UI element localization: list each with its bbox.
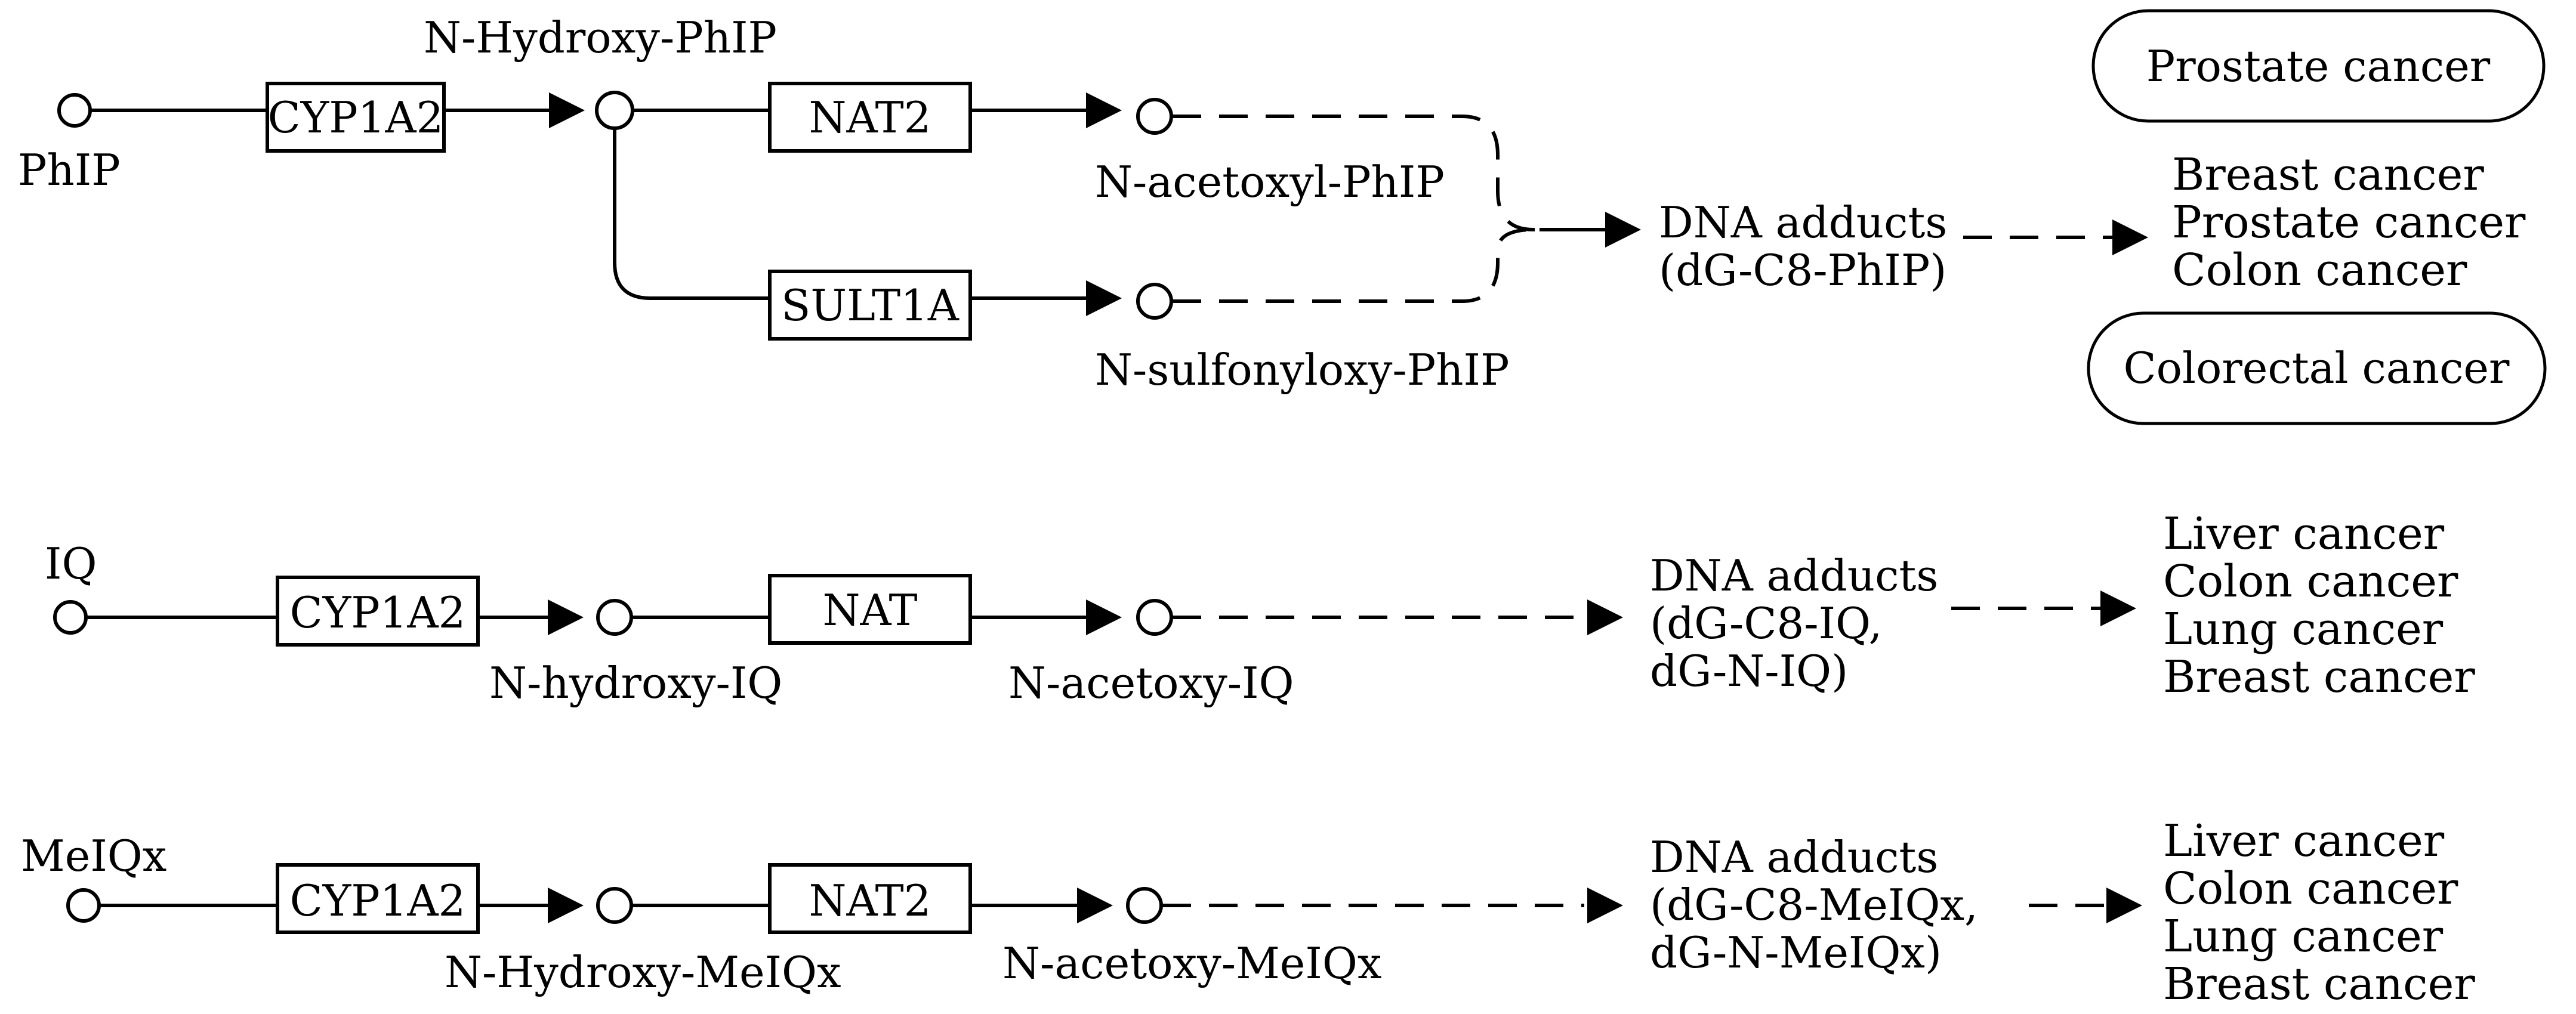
iq-arrow-4 — [2100, 591, 2136, 626]
iq-dna-adducts-detail-1: (dG-C8-IQ, — [1650, 598, 1882, 648]
phip-substrate-label: PhIP — [18, 145, 121, 195]
prostate-cancer-map-label: Prostate cancer — [2146, 41, 2491, 91]
phip-dna-adducts-detail: (dG-C8-PhIP) — [1659, 245, 1946, 295]
meiqx-arrow-2 — [1077, 888, 1113, 923]
phip-sult1a-enzyme-box[interactable] — [768, 270, 972, 341]
n-sulfonyloxy-phip-label: N-sulfonyloxy-PhIP — [1095, 345, 1509, 395]
phip-pathway: PhIP CYP1A2 N-Hydroxy-PhIP NAT2 N-acetox… — [18, 9, 2547, 425]
iq-substrate-label: IQ — [45, 539, 97, 589]
meiqx-arrow-1 — [548, 888, 584, 923]
phip-disease-2: Prostate cancer — [2172, 197, 2526, 248]
n-hydroxy-phip-label: N-Hydroxy-PhIP — [424, 13, 777, 63]
meiqx-substrate-node[interactable] — [66, 888, 101, 923]
n-hydroxy-meiqx-node[interactable] — [596, 887, 633, 924]
meiqx-arrow-3 — [1587, 888, 1623, 923]
iq-disease-2: Colon cancer — [2163, 556, 2458, 607]
iq-disease-3: Lung cancer — [2163, 604, 2444, 655]
n-acetoxy-meiqx-node[interactable] — [1126, 887, 1163, 924]
meiqx-cyp1a2-label: CYP1A2 — [290, 876, 466, 926]
iq-disease-4: Breast cancer — [2163, 651, 2475, 703]
iq-arrow-3 — [1587, 599, 1623, 635]
meiqx-arrow-4 — [2106, 888, 2142, 923]
phip-disease-1: Breast cancer — [2172, 149, 2484, 200]
meiqx-disease-1: Liver cancer — [2163, 815, 2445, 867]
iq-disease-1: Liver cancer — [2163, 508, 2445, 559]
meiqx-pathway: MeIQx CYP1A2 N-Hydroxy-MeIQx NAT2 N-acet… — [21, 815, 2475, 1010]
n-acetoxy-iq-node[interactable] — [1136, 599, 1173, 636]
n-hydroxy-iq-node[interactable] — [596, 599, 633, 636]
meiqx-disease-3: Lung cancer — [2163, 911, 2444, 962]
n-acetoxyl-phip-label: N-acetoxyl-PhIP — [1095, 157, 1445, 207]
iq-nat-label: NAT — [822, 585, 917, 635]
iq-dna-adducts-label: DNA adducts — [1650, 551, 1938, 601]
phip-sult1a-label: SULT1A — [781, 280, 960, 330]
phip-nat2-label: NAT2 — [809, 92, 931, 143]
phip-arrow-2 — [1086, 92, 1122, 128]
meiqx-substrate-label: MeIQx — [21, 831, 166, 881]
phip-disease-3: Colon cancer — [2172, 245, 2467, 296]
meiqx-dna-adducts-detail-1: (dG-C8-MeIQx, — [1650, 880, 1978, 930]
meiqx-nat2-label: NAT2 — [809, 876, 931, 926]
phip-arrow-5 — [2112, 220, 2148, 255]
phip-cyp1a2-enzyme-box[interactable] — [266, 82, 446, 153]
n-sulfonyloxy-phip-node[interactable] — [1136, 283, 1173, 320]
colorectal-cancer-map-label: Colorectal cancer — [2124, 343, 2510, 393]
meiqx-dna-adducts-label: DNA adducts — [1650, 832, 1938, 882]
meiqx-disease-4: Breast cancer — [2163, 959, 2475, 1010]
n-hydroxy-iq-label: N-hydroxy-IQ — [489, 658, 782, 708]
iq-pathway: IQ CYP1A2 N-hydroxy-IQ NAT N-acetoxy-IQ … — [45, 508, 2475, 708]
iq-nat-enzyme-box[interactable] — [768, 574, 972, 645]
iq-substrate-node[interactable] — [53, 600, 88, 635]
phip-arrow-1 — [549, 92, 585, 128]
phip-arrow-3 — [1086, 280, 1122, 316]
meiqx-nat2-enzyme-box[interactable] — [768, 863, 972, 934]
phip-substrate-node[interactable] — [57, 93, 92, 128]
iq-arrow-2 — [1086, 599, 1122, 635]
meiqx-disease-2: Colon cancer — [2163, 863, 2458, 914]
phip-arrow-4 — [1605, 212, 1641, 248]
meiqx-dna-adducts-detail-2: dG-N-MeIQx) — [1650, 928, 1942, 978]
meiqx-cyp1a2-enzyme-box[interactable] — [276, 863, 480, 934]
phip-dna-adducts-label: DNA adducts — [1659, 197, 1947, 248]
n-acetoxy-iq-label: N-acetoxy-IQ — [1008, 658, 1294, 708]
iq-cyp1a2-enzyme-box[interactable] — [276, 576, 480, 647]
iq-cyp1a2-label: CYP1A2 — [290, 588, 466, 638]
iq-arrow-1 — [548, 599, 584, 635]
phip-cyp1a2-label: CYP1A2 — [268, 92, 444, 143]
n-hydroxy-meiqx-label: N-Hydroxy-MeIQx — [445, 947, 841, 997]
prostate-cancer-map-link[interactable] — [2091, 9, 2546, 123]
colorectal-cancer-map-link[interactable] — [2087, 311, 2547, 425]
n-hydroxy-phip-node[interactable] — [595, 91, 634, 130]
iq-dna-adducts-detail-2: dG-N-IQ) — [1650, 646, 1848, 696]
n-acetoxyl-phip-node[interactable] — [1136, 98, 1173, 135]
n-acetoxy-meiqx-label: N-acetoxy-MeIQx — [1002, 938, 1381, 988]
phip-nat2-enzyme-box[interactable] — [768, 82, 972, 153]
